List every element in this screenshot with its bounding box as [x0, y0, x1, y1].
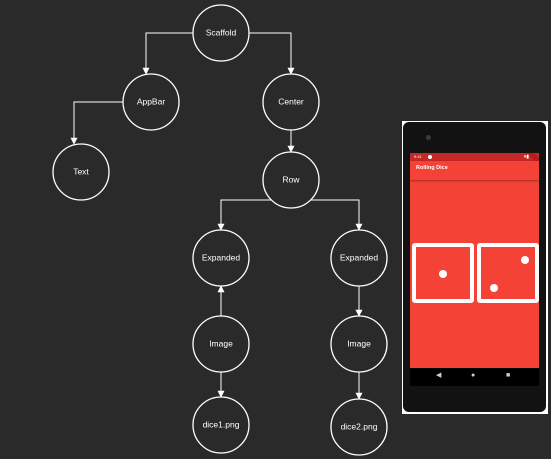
node-label: Expanded [202, 252, 241, 262]
node-label: Expanded [340, 252, 379, 262]
node-label: Row [282, 174, 300, 184]
die-pip [521, 256, 529, 264]
back-icon[interactable]: ◀ [436, 372, 442, 379]
phone-screen: 9:41 ▾▮ Rolling Dice [410, 153, 539, 386]
node-label: AppBar [137, 96, 166, 106]
node-label: dice1.png [203, 419, 240, 429]
die-pip [439, 270, 447, 278]
node-circle [262, 73, 320, 131]
app-title: Rolling Dice [416, 165, 448, 171]
dice-image-right[interactable] [477, 243, 539, 303]
node-circle [330, 398, 388, 456]
node-dice2: dice2.png [330, 398, 388, 456]
node-label: dice2.png [341, 421, 378, 431]
home-icon[interactable]: ● [471, 372, 476, 379]
signal-battery-icon: ▾▮ [523, 154, 529, 160]
node-circle [262, 151, 320, 209]
node-image2: Image [330, 315, 388, 373]
node-center: Center [262, 73, 320, 131]
app-bar: Rolling Dice [410, 161, 539, 180]
node-circle [330, 315, 388, 373]
node-scaffold: Scaffold [192, 4, 250, 62]
edge-scaffold-to-center [249, 32, 295, 75]
navigation-bar: ◀ ● ■ [410, 368, 539, 386]
node-image1: Image [192, 315, 250, 373]
node-label: Image [347, 338, 371, 348]
node-circle [330, 229, 388, 287]
node-circle [192, 396, 250, 454]
edge-row-to-expanded2 [291, 199, 363, 231]
dice-image-left[interactable] [412, 243, 474, 303]
edge-appbar-to-text [70, 101, 123, 145]
node-appbar: AppBar [122, 73, 180, 131]
notification-icon [428, 155, 432, 159]
status-time: 9:41 [414, 154, 422, 159]
node-dice1: dice1.png [192, 396, 250, 454]
recents-icon[interactable]: ■ [506, 372, 511, 379]
node-label: Scaffold [206, 27, 237, 37]
camera-icon [426, 135, 431, 140]
node-circle [192, 315, 250, 373]
node-circle [192, 4, 250, 62]
node-expanded1: Expanded [192, 229, 250, 287]
node-label: Text [73, 166, 89, 176]
edge-scaffold-to-appbar [142, 32, 193, 75]
node-label: Image [209, 338, 233, 348]
node-circle [192, 229, 250, 287]
die-pip [490, 284, 498, 292]
status-bar: 9:41 ▾▮ [410, 153, 539, 167]
node-expanded2: Expanded [330, 229, 388, 287]
edge-row-to-expanded1 [217, 199, 291, 231]
node-row: Row [262, 151, 320, 209]
node-label: Center [278, 96, 304, 106]
node-circle [122, 73, 180, 131]
node-circle [52, 143, 110, 201]
node-text: Text [52, 143, 110, 201]
